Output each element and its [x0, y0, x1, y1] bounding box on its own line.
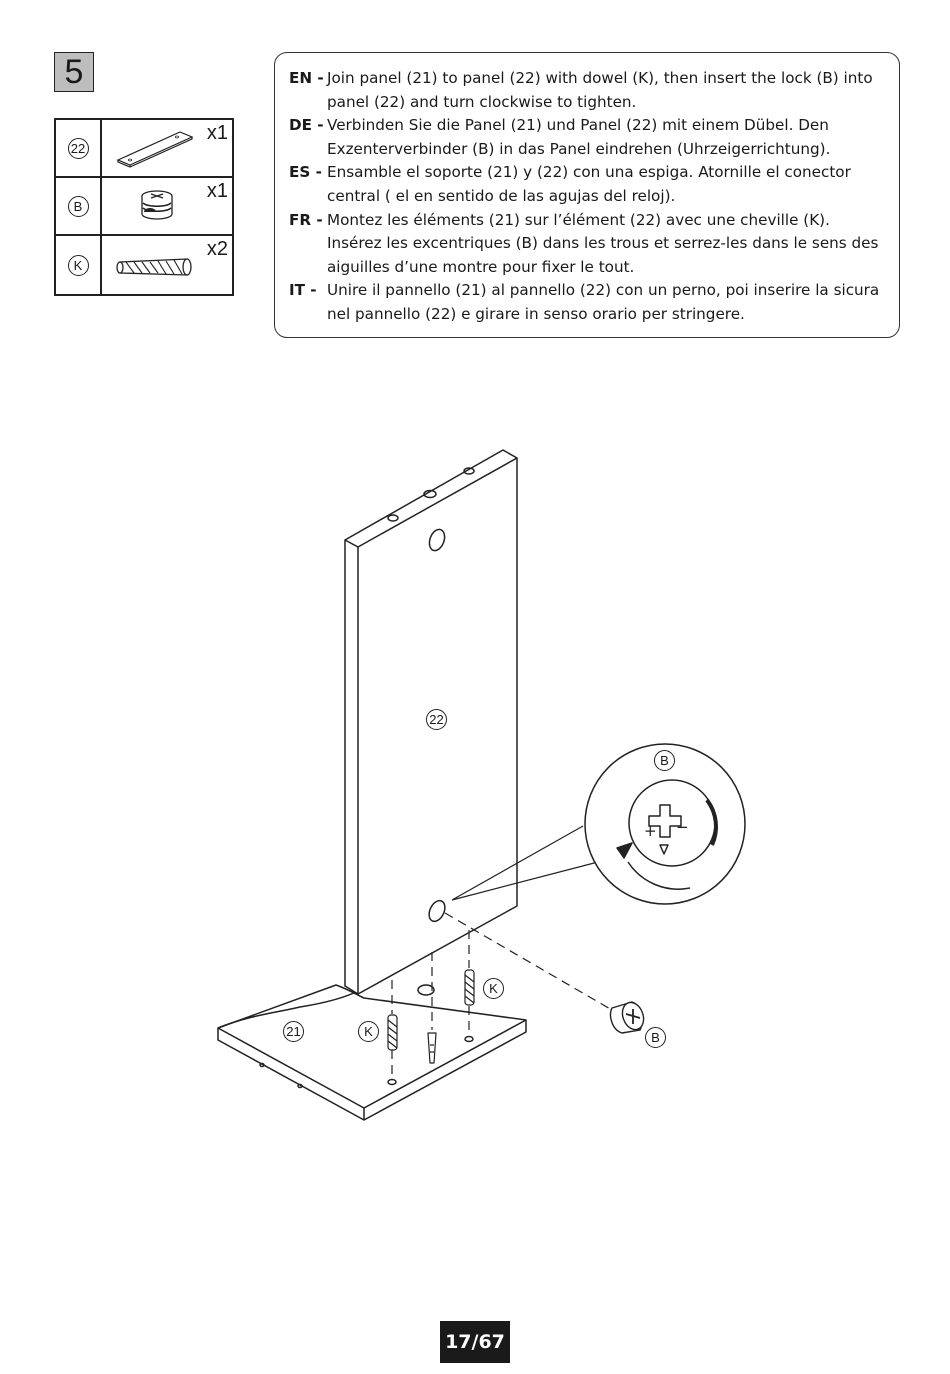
lang-code: ES - [289, 163, 322, 182]
instruction-it: IT - Unire il pannello (21) al pannello … [289, 279, 889, 326]
part-qty: x1 [206, 122, 228, 144]
instruction-en: EN - Join panel (21) to panel (22) with … [289, 67, 889, 114]
label-badge: K [358, 1021, 379, 1042]
label-dowel-k-left: K [358, 1021, 379, 1042]
label-dowel-k-right: K [483, 978, 504, 999]
step-number: 5 [54, 52, 94, 92]
label-badge: B [654, 750, 675, 771]
parts-row: B x1 [56, 178, 232, 236]
instructions-box: EN - Join panel (21) to panel (22) with … [274, 52, 900, 338]
lang-text: Join panel (21) to panel (22) with dowel… [327, 69, 873, 111]
parts-row: 22 x1 [56, 120, 232, 178]
instruction-es: ES - Ensamble el soporte (21) y (22) con… [289, 161, 889, 208]
panel-icon [116, 131, 194, 168]
dowel-right [464, 969, 475, 1006]
part-qty: x2 [206, 238, 228, 260]
instruction-fr: FR - Montez les éléments (21) sur l’élém… [289, 209, 889, 280]
cam-bolt [427, 1032, 437, 1064]
part-id-cell: K [56, 236, 102, 294]
lang-code: DE - [289, 116, 324, 135]
dowel-icon [116, 258, 192, 276]
parts-row: K x2 [56, 236, 232, 294]
cam-lock [609, 1001, 645, 1034]
label-panel-22: 22 [426, 709, 447, 730]
zoom-plus-sign: + [644, 822, 657, 840]
label-badge: B [645, 1027, 666, 1048]
lang-text: Ensamble el soporte (21) y (22) con una … [327, 163, 851, 205]
lang-text: Unire il pannello (21) al pannello (22) … [327, 281, 880, 323]
part-id-badge: 22 [67, 137, 89, 159]
part-qty: x1 [206, 180, 228, 202]
instruction-de: DE - Verbinden Sie die Panel (21) und Pa… [289, 114, 889, 161]
label-cam-lock-b: B [645, 1027, 666, 1048]
label-badge: K [483, 978, 504, 999]
zoom-minus-sign: − [676, 818, 689, 836]
parts-table: 22 x1 B x1 K [54, 118, 234, 296]
lang-code: FR - [289, 210, 323, 229]
zoom-callout-pointer [451, 825, 599, 901]
dowel-left [387, 1014, 398, 1051]
lang-text: Verbinden Sie die Panel (21) und Panel (… [327, 116, 831, 158]
label-badge: 22 [426, 709, 447, 730]
lang-text: Montez les éléments (21) sur l’élément (… [327, 210, 879, 276]
base-panel [217, 984, 527, 1121]
cam-lock-icon [141, 190, 173, 220]
page-number: 17/67 [440, 1321, 510, 1363]
part-id-badge: K [67, 254, 89, 276]
part-id-cell: B [56, 178, 102, 234]
part-id-badge: B [67, 195, 89, 217]
part-id-cell: 22 [56, 120, 102, 176]
label-zoom-b: B [654, 750, 675, 771]
lang-code: IT - [289, 281, 317, 300]
label-badge: 21 [283, 1021, 304, 1042]
lang-code: EN - [289, 69, 324, 87]
label-panel-21: 21 [283, 1021, 304, 1042]
